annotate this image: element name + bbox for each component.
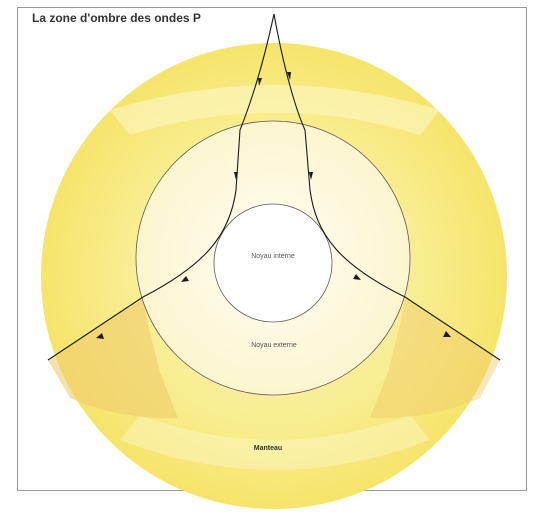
inner-core-disk [213,203,333,323]
shadow-zone-left [48,297,178,419]
arrow-left-2 [234,172,238,180]
arrow-right-2 [309,172,313,180]
ray-left [47,13,275,361]
arrow-right-3 [353,274,361,280]
shadow-zone-right [370,297,500,419]
mantle-light-band-top [110,85,440,135]
ray-arrows [96,72,451,339]
arrow-left-1 [258,78,262,86]
arrow-right-1 [287,72,291,80]
arrow-right-4 [443,331,451,337]
mantle-label: Manteau [254,445,282,452]
arrow-left-3 [181,276,189,282]
outer-core-label: Noyau externe [251,342,297,349]
p-wave-rays [47,13,501,361]
ray-right [273,13,501,361]
inner-core-label: Noyau interne [251,253,295,260]
arrow-left-4 [96,333,104,339]
mantle-light-band-bottom [120,415,430,470]
diagram-title: La zone d'ombre des ondes P [32,11,201,25]
